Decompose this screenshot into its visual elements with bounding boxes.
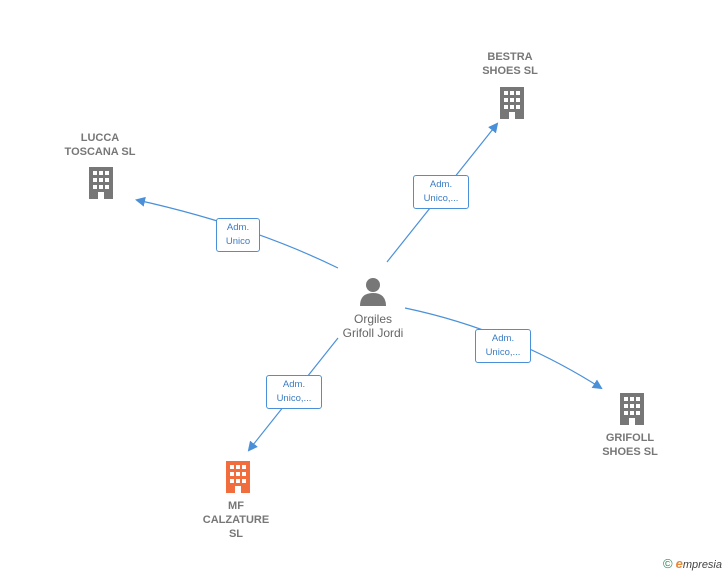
building-icon-lucca[interactable] — [86, 166, 116, 200]
company-label-grifoll[interactable]: GRIFOLL SHOES SL — [602, 432, 658, 458]
company-label-bestra[interactable]: BESTRA SHOES SL — [482, 51, 538, 77]
edge-label-bestra[interactable]: Adm. Unico,... — [413, 175, 469, 209]
person-icon[interactable] — [358, 276, 388, 306]
company-label-lucca[interactable]: LUCCA TOSCANA SL — [64, 132, 136, 158]
edge-label-lucca[interactable]: Adm. Unico — [216, 218, 260, 252]
person-name[interactable]: Orgiles Grifoll Jordi — [342, 312, 404, 340]
brand-logo: ©empresia — [663, 556, 722, 571]
building-icon-grifoll[interactable] — [617, 392, 647, 426]
edge-label-mf[interactable]: Adm. Unico,... — [266, 375, 322, 409]
copyright-icon: © — [663, 556, 673, 571]
company-label-mf[interactable]: MF CALZATURE SL — [202, 500, 270, 540]
edge-label-grifoll[interactable]: Adm. Unico,... — [475, 329, 531, 363]
brand-name: mpresia — [682, 559, 722, 571]
brand-first-letter: e — [675, 556, 683, 571]
building-icon-mf[interactable] — [223, 460, 253, 494]
building-icon-bestra[interactable] — [497, 86, 527, 120]
